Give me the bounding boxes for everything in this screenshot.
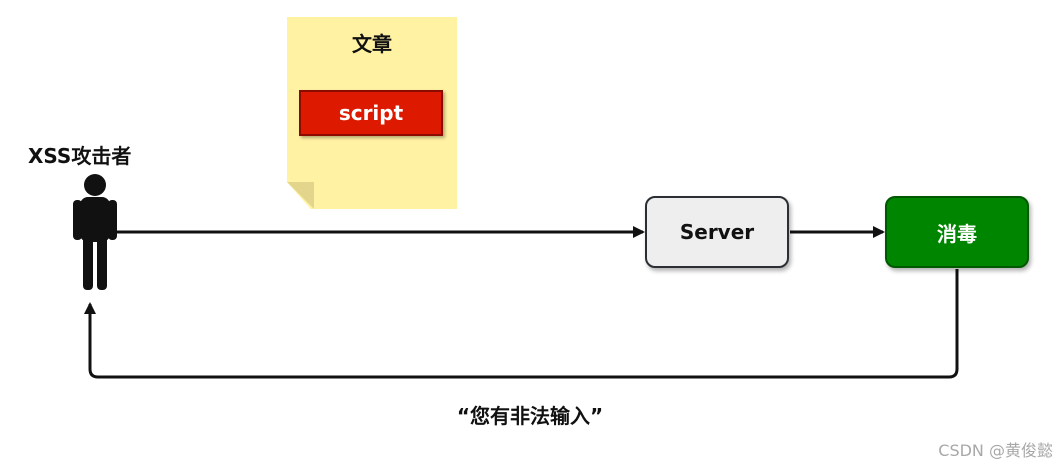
sanitize-node: 消毒 (885, 196, 1029, 268)
watermark: CSDN @黄俊懿 (938, 441, 1053, 460)
article-title: 文章 (352, 32, 392, 56)
script-block: script (299, 90, 443, 136)
feedback-message: “您有非法输入” (456, 404, 604, 428)
attacker-label: XSS攻击者 (28, 144, 132, 168)
attacker-person-icon (73, 174, 117, 290)
sanitize-to-attacker-arrow (84, 269, 959, 379)
server-node: Server (645, 196, 789, 268)
